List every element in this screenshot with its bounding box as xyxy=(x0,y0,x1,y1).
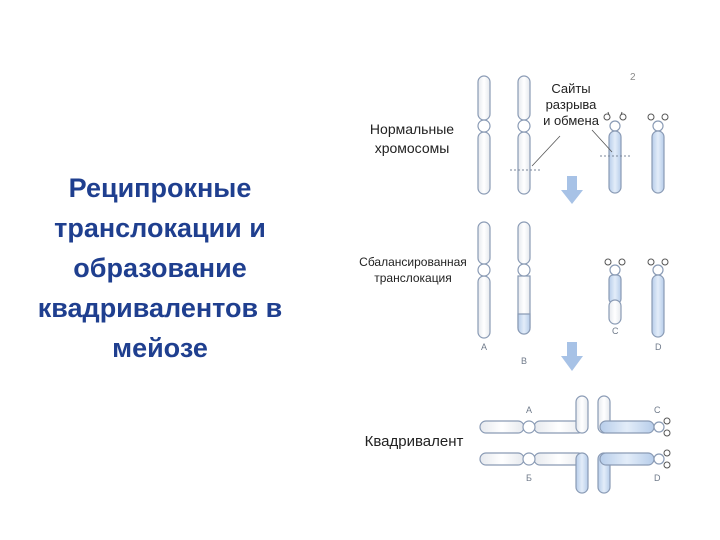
quad-arm-lower-right xyxy=(597,449,671,494)
title-line: образование xyxy=(73,253,247,283)
chromosome-letter: A xyxy=(526,405,532,415)
title-line: Реципрокные xyxy=(68,173,252,203)
chromosome-letter: C xyxy=(612,326,619,336)
label-line: хромосомы xyxy=(374,140,450,156)
title-line: транслокации и xyxy=(54,213,266,243)
chromosome-c-translocated xyxy=(604,258,626,325)
quad-arm-upper-right xyxy=(597,395,671,437)
chromosome-letter: C xyxy=(654,405,661,415)
pointer-line xyxy=(531,135,561,167)
quadrivalent-label: Квадривалент xyxy=(364,433,464,450)
normal-chromosomes-label: Нормальные хромосомы xyxy=(352,120,472,158)
title-line: квадривалентов в xyxy=(37,293,283,323)
chromosome-letter: D xyxy=(655,342,662,352)
row-balanced-translocation: A B C D xyxy=(477,221,669,366)
quad-arm-lower-left xyxy=(479,452,589,494)
label-line: Сайты xyxy=(551,81,591,96)
chromosome-a-normal xyxy=(477,75,491,195)
pointer-line xyxy=(591,129,613,153)
chromosome-a-translocated xyxy=(477,221,491,339)
balanced-translocation-label: Сбалансированная транслокация xyxy=(338,254,488,286)
chromosome-letter: D xyxy=(654,473,661,483)
label-line: Сбалансированная xyxy=(359,255,467,269)
quadrivalent-figure: A C Б D xyxy=(479,395,671,494)
label-line: и обмена xyxy=(543,113,599,128)
label-line: Нормальные xyxy=(369,121,455,137)
slide-title: Реципрокные транслокации и образование к… xyxy=(0,168,320,368)
chromosome-letter: Б xyxy=(526,473,532,483)
chromosome-d-normal xyxy=(647,113,669,194)
down-arrow-1 xyxy=(561,176,583,204)
label-line: транслокация xyxy=(374,271,452,285)
page-number: 2 xyxy=(630,72,636,83)
chromosome-letter: A xyxy=(481,342,487,352)
chromosome-d-translocated xyxy=(647,258,669,338)
chromosome-b-translocated xyxy=(517,221,531,335)
row-normal-chromosomes xyxy=(477,75,669,195)
label-line: разрыва xyxy=(545,97,597,112)
chromosome-b-normal xyxy=(510,75,540,195)
title-line: мейозе xyxy=(112,333,208,363)
break-sites-label: Сайты разрыва и обмена xyxy=(533,81,609,129)
chromosome-letter: B xyxy=(521,356,527,366)
chromosome-c-normal xyxy=(600,111,630,194)
down-arrow-2 xyxy=(561,342,583,371)
quad-arm-upper-left xyxy=(479,395,589,434)
